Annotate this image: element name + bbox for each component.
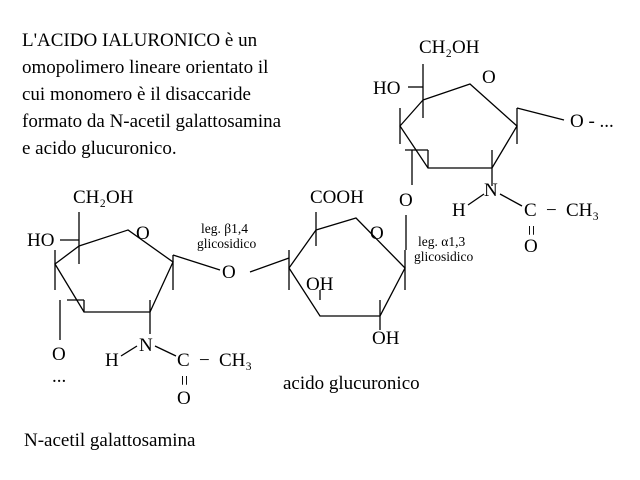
intro-paragraph: L'ACIDO IALURONICO è un omopolimero line…: [22, 30, 282, 159]
bridge-oxygen-label: O: [52, 344, 66, 365]
ring-oxygen-label: O: [482, 67, 496, 88]
bond-label-line1: leg. α1,3: [418, 234, 465, 249]
chain-continuation-label: O - ...: [570, 111, 614, 132]
bond: [499, 193, 523, 207]
bond: [249, 257, 290, 273]
ho-label: HO: [373, 78, 400, 99]
galactosamine-name: N-acetil galattosamina: [24, 430, 196, 451]
double-bond-label: =: [520, 225, 541, 236]
oh-label: OH: [372, 328, 400, 349]
ring-glucuronic: COOH O OH OH O acido glucuronico: [222, 187, 420, 394]
ring-oxygen-label: O: [136, 223, 150, 244]
chain-continuation-label: ...: [52, 366, 66, 387]
n-label: N: [139, 335, 153, 356]
bond: [516, 107, 565, 121]
oh-label: OH: [306, 274, 334, 295]
n-label: N: [484, 180, 498, 201]
bond: [172, 254, 221, 271]
bond: [154, 345, 177, 357]
ring-bonds: [399, 83, 518, 169]
bond: [120, 345, 138, 357]
ch3-label: CH₃: [566, 200, 599, 221]
bond-label-line2: glicosidico: [414, 249, 473, 264]
h-label: H: [105, 350, 119, 371]
glucuronic-acid-name: acido glucuronico: [283, 373, 420, 394]
carbon-label: C: [177, 350, 190, 371]
intro-line: e acido glucuronico.: [22, 138, 177, 159]
double-bond-label: =: [173, 375, 194, 386]
carbon-label: C: [524, 200, 537, 221]
bridge-oxygen-label: O: [399, 190, 413, 211]
ch2oh-label: CH₂OH: [73, 187, 134, 208]
beta-bond-label: leg. β1,4 glicosidico: [197, 221, 256, 251]
ring-top-right: CH₂OH HO O O - ... O N H C − CH₃ = O: [373, 37, 614, 257]
dash-label: −: [546, 200, 557, 221]
intro-line: L'ACIDO IALURONICO è un: [22, 30, 258, 51]
carbonyl-oxygen-label: O: [524, 236, 538, 257]
ring-bonds: [288, 217, 406, 317]
bond-label-line1: leg. β1,4: [201, 221, 248, 236]
carbonyl-oxygen-label: O: [177, 388, 191, 409]
ho-label: HO: [27, 230, 54, 251]
ring-oxygen-label: O: [370, 223, 384, 244]
cooh-label: COOH: [310, 187, 364, 208]
dash-label: −: [199, 350, 210, 371]
h-label: H: [452, 200, 466, 221]
ring-galactosamine: CH₂OH HO O O ... N H C − CH₃ = O N-aceti…: [24, 187, 252, 451]
ch3-label: CH₃: [219, 350, 252, 371]
glycosidic-oxygen-label: O: [222, 262, 236, 283]
intro-line: omopolimero lineare orientato il: [22, 57, 268, 78]
bond: [467, 193, 485, 206]
bond-label-line2: glicosidico: [197, 236, 256, 251]
alpha-bond-label: leg. α1,3 glicosidico: [414, 234, 473, 264]
ch2oh-label: CH₂OH: [419, 37, 480, 58]
intro-line: cui monomero è il disaccaride: [22, 84, 251, 105]
intro-line: formato da N-acetil galattosamina: [22, 111, 282, 132]
